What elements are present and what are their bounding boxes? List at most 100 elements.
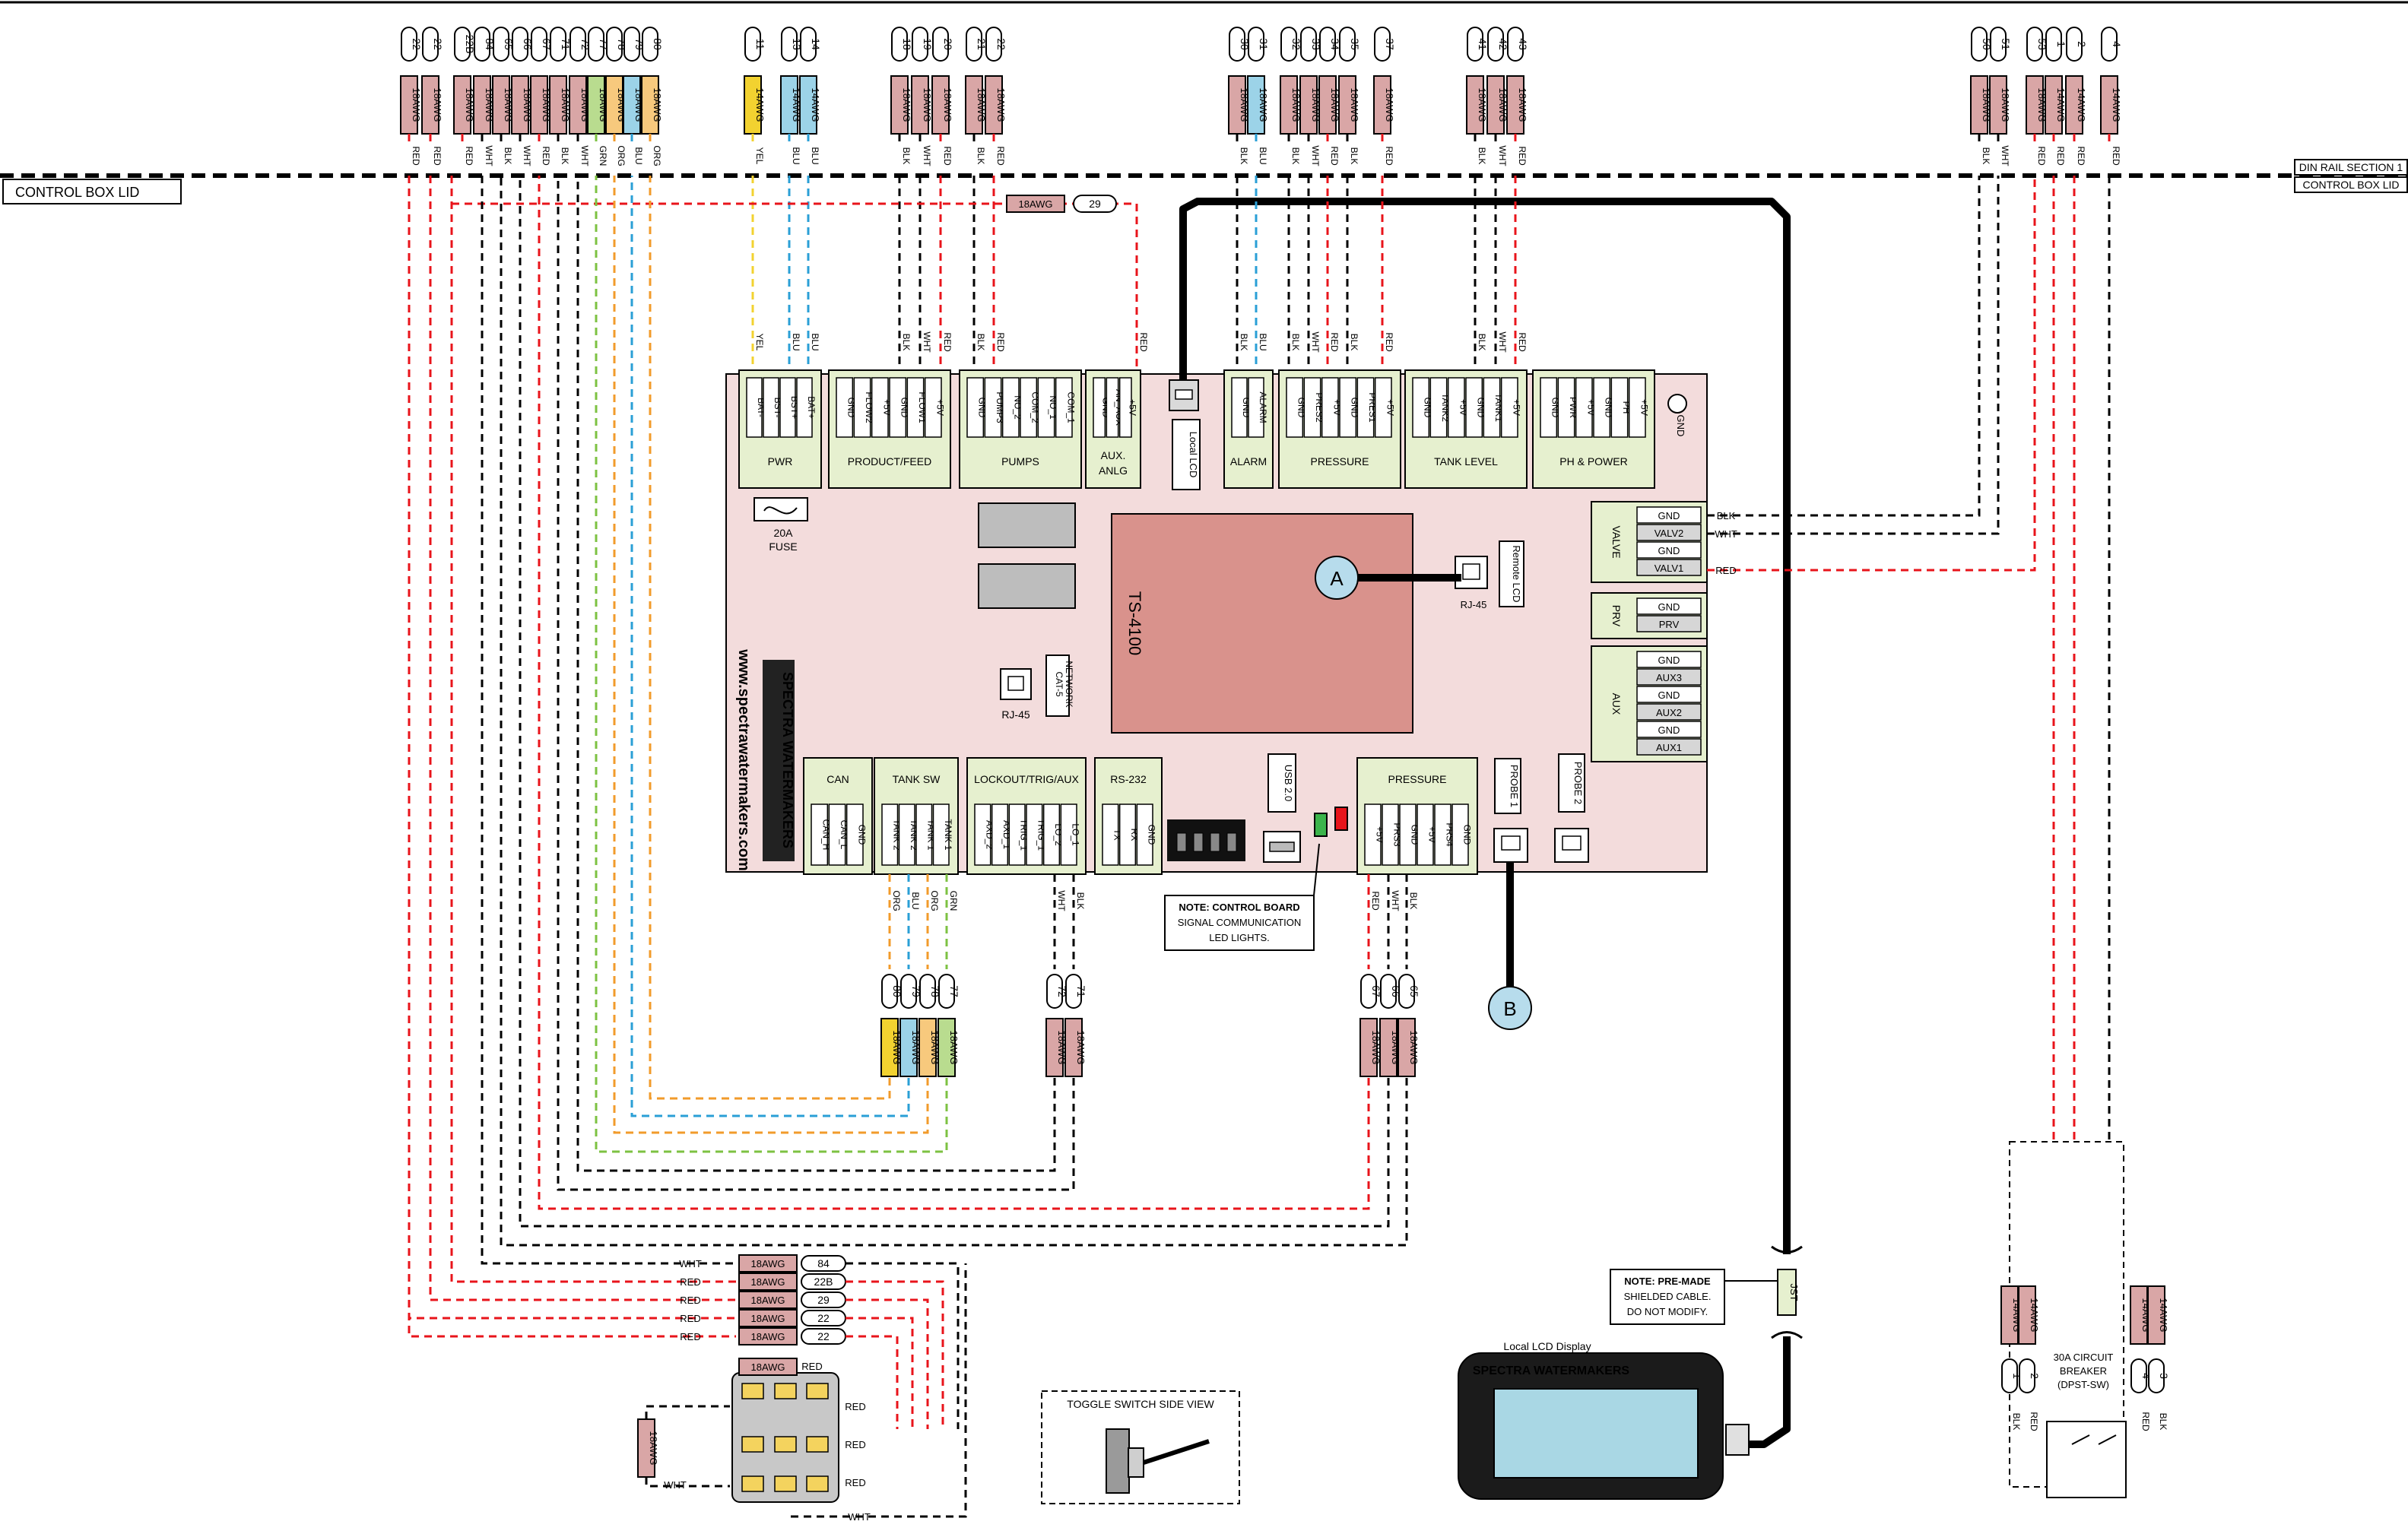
module-title: AUX: [1610, 693, 1623, 715]
toggle-side-view-title: TOGGLE SWITCH SIDE VIEW: [1067, 1398, 1214, 1410]
wire-color-label: RED: [801, 1361, 822, 1372]
brand-label: SPECTRA WATERMAKERS: [780, 672, 795, 848]
wire-number-pill: [938, 974, 955, 1009]
switch-wire: [408, 176, 736, 1320]
wire-color-label: WHT: [1390, 890, 1401, 911]
module-title: AUX.: [1101, 449, 1126, 461]
connector-pin: [746, 377, 763, 438]
connector-pin: [1610, 377, 1629, 438]
wire-loop: [576, 176, 1056, 1172]
module-title: PH & POWER: [1559, 455, 1627, 467]
wire-color-label: RED: [1370, 891, 1381, 911]
wire-number: 2: [2076, 41, 2088, 47]
connector-pin: [1451, 803, 1469, 866]
wire-color-label: BLK: [901, 334, 912, 351]
wire-gauge: 18AWG: [922, 87, 933, 122]
wire-gauge-tag: [1379, 1018, 1398, 1077]
switch-terminal: [774, 1436, 797, 1453]
connector-pin: [1447, 377, 1465, 438]
pin-label: ALARM: [1258, 391, 1268, 423]
rj45-socket: [1462, 563, 1480, 580]
wire-color-label: RED: [1517, 146, 1528, 166]
connector-pin: [1118, 803, 1137, 866]
wire-color-label: YEL: [754, 147, 765, 165]
cat5-label-box: [1045, 654, 1070, 717]
connector-pin: [1575, 377, 1593, 438]
connector-pin: [1636, 541, 1702, 559]
wire-color-label: RED: [464, 146, 474, 166]
control-box-lid-label: CONTROL BOX LID: [2302, 179, 2399, 191]
pin-label: +5V: [1385, 399, 1395, 416]
switch-wire: [429, 176, 736, 1301]
module-title: PRV: [1610, 605, 1623, 627]
relay-block: [978, 563, 1076, 609]
connector-pin: [1434, 803, 1451, 866]
led-green: [1314, 813, 1328, 837]
wire-number-pill: [1300, 27, 1317, 62]
pin-label: GND: [856, 825, 867, 845]
wire-number-pill: [2045, 27, 2062, 62]
wire-color-label: RED: [2036, 146, 2047, 166]
wire-number: 4: [2111, 41, 2123, 47]
wire-gauge-tag: [1359, 1018, 1378, 1077]
wire-color-label: BLU: [791, 147, 801, 164]
switch-wire: [845, 1335, 899, 1429]
rj45-socket: [1007, 676, 1024, 691]
wire-number: 22B: [464, 35, 476, 54]
wire-color-label: BLU: [810, 333, 820, 350]
module-title: ALARM: [1230, 455, 1267, 467]
connector-pin: [881, 803, 899, 866]
wire-gauge-tag: [1045, 1018, 1064, 1077]
wire-gauge: 14AWG: [2111, 87, 2122, 122]
callout-a: [1315, 556, 1359, 600]
wire-number-pill: [900, 974, 917, 1009]
connector-pin: [1356, 377, 1375, 438]
connector-pin: [974, 803, 991, 866]
switch-wire: [481, 176, 736, 1265]
connector-pin: [1364, 803, 1382, 866]
breaker-contact: [2071, 1434, 2090, 1445]
wire-number: 32: [1290, 38, 1302, 50]
wire-number-pill: [881, 974, 898, 1009]
local-lcd-label: Local LCD: [1188, 432, 1199, 478]
wire-gauge: 18AWG: [1258, 87, 1269, 122]
wire-number-pill: [1487, 27, 1504, 62]
wire-color-label: RED: [845, 1439, 865, 1450]
wire-color-label: BLK: [2158, 1413, 2168, 1431]
module-title: CAN: [826, 773, 849, 785]
toggle-lever: [1143, 1439, 1210, 1465]
pin-label: AUX1: [1656, 742, 1682, 753]
wire-color-label: WHT: [664, 1479, 687, 1491]
pin-label: GND: [1658, 545, 1680, 556]
connector-pin: [1303, 377, 1321, 438]
switch-terminal: [806, 1475, 829, 1492]
connector-pin: [1231, 377, 1248, 438]
switch-terminal: [741, 1383, 764, 1399]
wire-color-label: RED: [1517, 332, 1528, 352]
wire-gauge: 18AWG: [1517, 87, 1528, 122]
breaker-contact: [2098, 1434, 2117, 1445]
wire-number: 14: [810, 38, 822, 50]
connector-pin: [1483, 377, 1501, 438]
callout-b-label: B: [1503, 997, 1516, 1020]
wire-number-pill: [800, 27, 817, 62]
connector-pin: [1500, 377, 1518, 438]
pin-label: LO_1: [1071, 823, 1081, 846]
wire-number-pill: [1971, 27, 1988, 62]
wire-gauge: 18AWG: [411, 87, 422, 122]
cable-break-mark: [1771, 1245, 1803, 1254]
lcd-connector: [1725, 1424, 1750, 1456]
switch-terminal: [806, 1436, 829, 1453]
valve-wire: [1707, 176, 2036, 572]
din-rail-label-box: [2294, 159, 2408, 176]
module-title: PRESSURE: [1310, 455, 1369, 467]
wire-number-pill: [642, 27, 658, 62]
connector-pin: [991, 803, 1009, 866]
wire-color-label: BLU: [791, 333, 801, 350]
breaker-label: (DPST-SW): [2057, 1379, 2109, 1390]
wire-gauge-tag: [880, 1018, 899, 1077]
connector-pin: [763, 377, 779, 438]
wire-color-label: RED: [680, 1295, 700, 1306]
wire-number-pill: [569, 27, 586, 62]
